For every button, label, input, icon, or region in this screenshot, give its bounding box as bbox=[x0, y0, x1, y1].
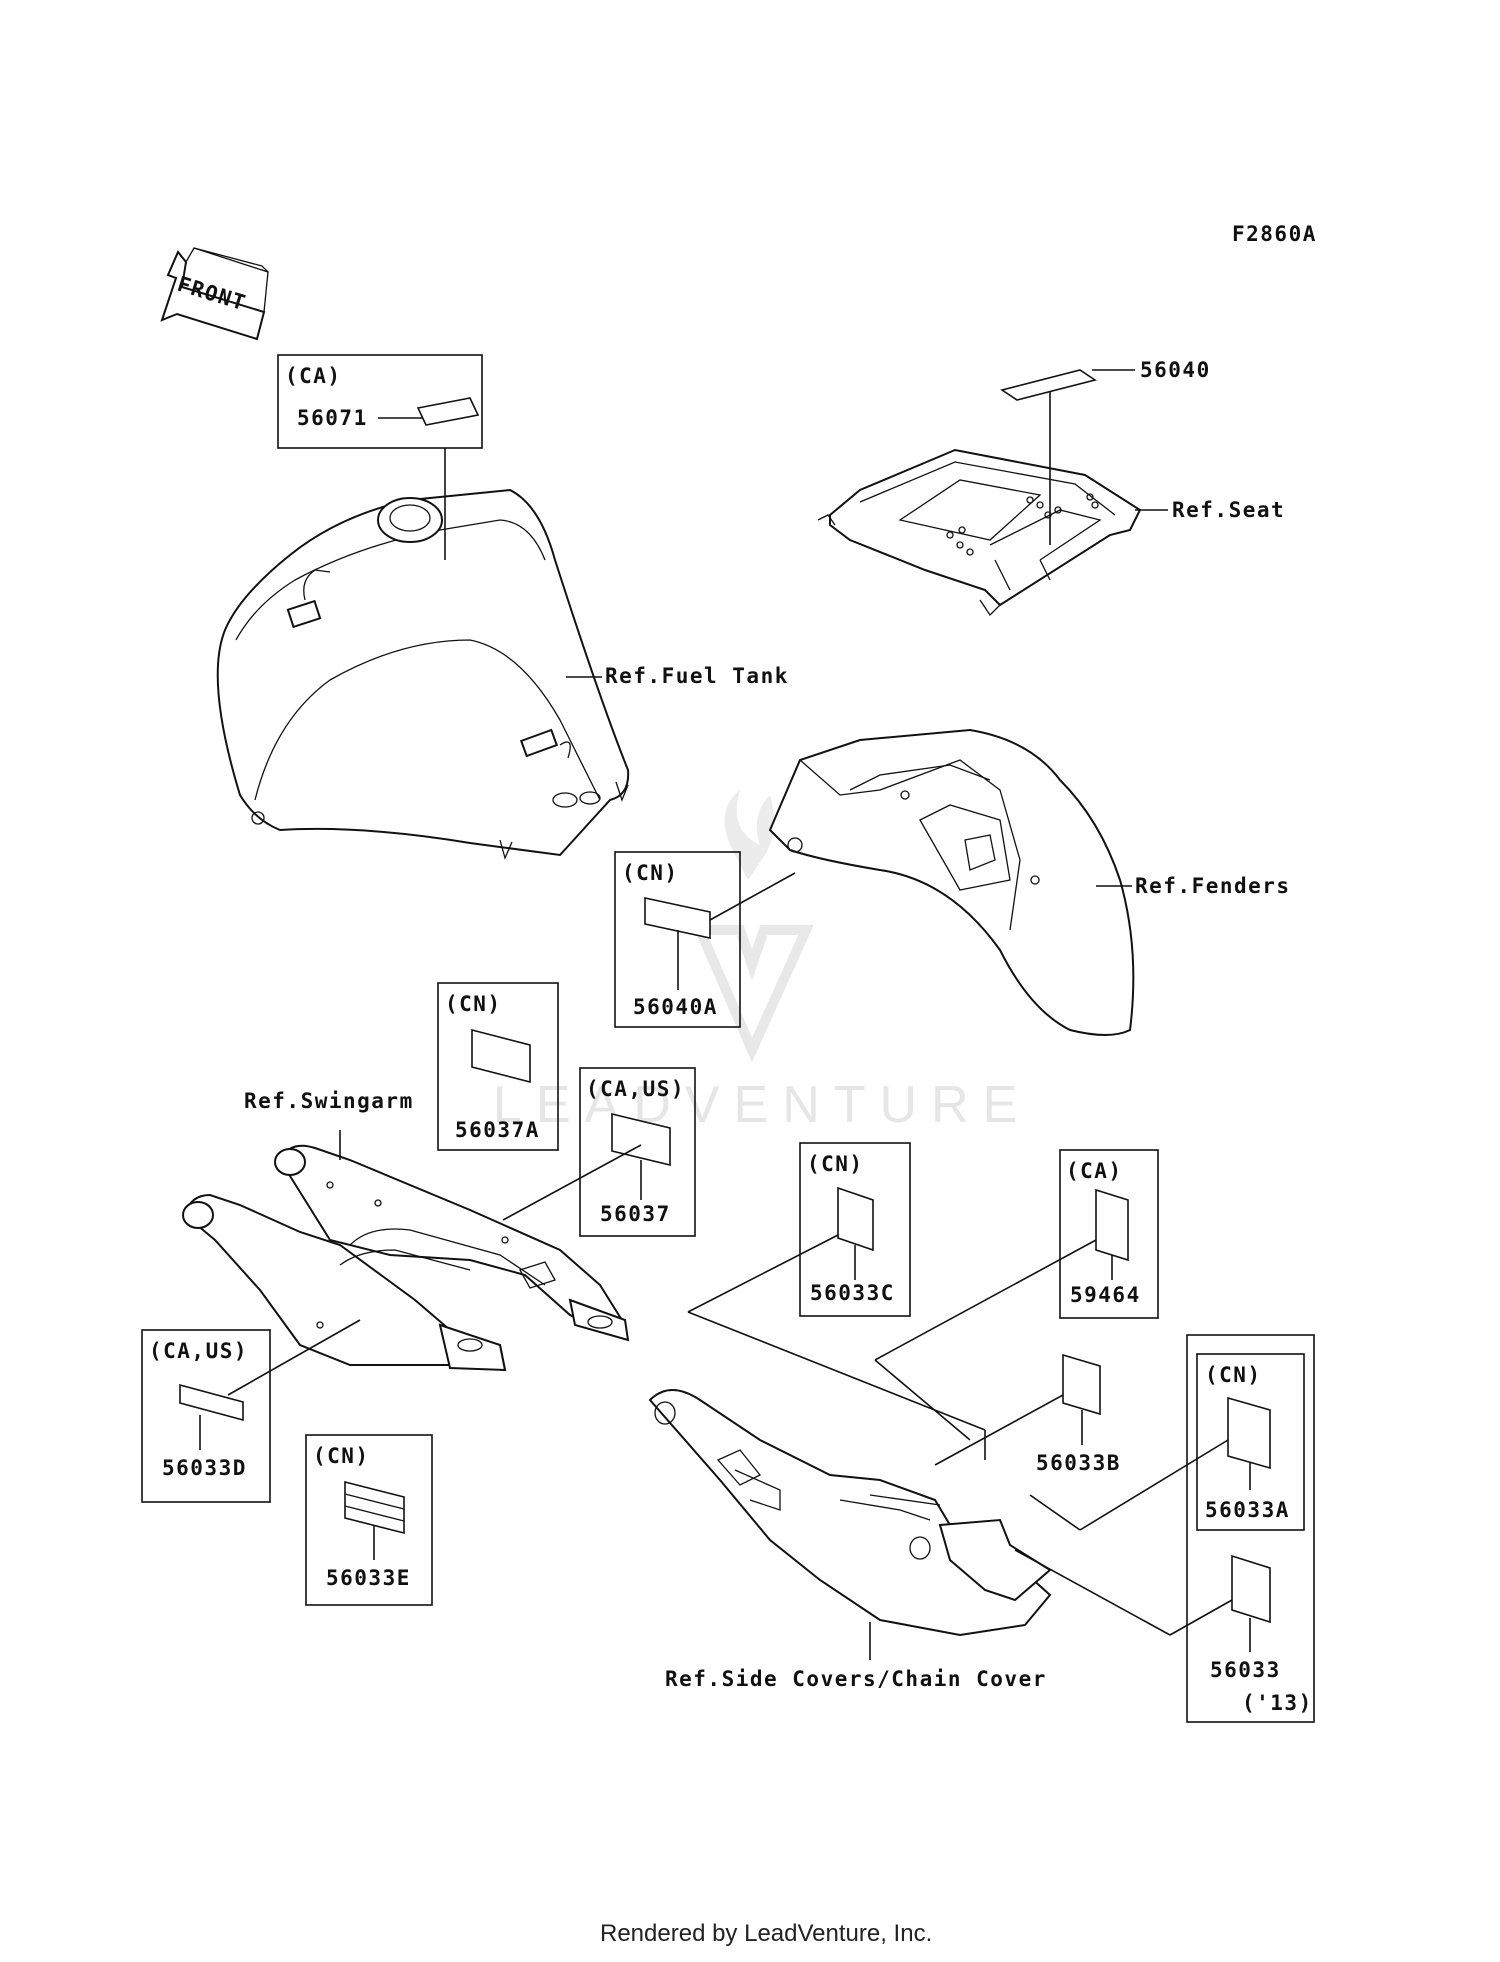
ref-swingarm: Ref.Swingarm bbox=[244, 1089, 414, 1113]
seat-drawing bbox=[817, 448, 1142, 617]
region-56037: (CA,US) bbox=[586, 1077, 685, 1101]
part-59464[interactable]: 59464 bbox=[1070, 1283, 1141, 1307]
region-56071: (CA) bbox=[285, 364, 342, 388]
label-box-56033-group: (CN) 56033A 56033 ('13) bbox=[1014, 1334, 1315, 1723]
label-group-56033B: 56033B bbox=[934, 1353, 1121, 1475]
label-box-56033E: (CN) 56033E bbox=[305, 1434, 433, 1606]
part-56033[interactable]: 56033 bbox=[1210, 1658, 1281, 1682]
ref-side-covers: Ref.Side Covers/Chain Cover bbox=[665, 1667, 1047, 1691]
fender-drawing bbox=[768, 728, 1135, 1036]
region-56037A: (CN) bbox=[445, 992, 502, 1016]
label-box-56037: (CA,US) 56037 bbox=[502, 1067, 696, 1237]
part-56037A[interactable]: 56037A bbox=[455, 1118, 540, 1142]
label-56040 bbox=[1000, 369, 1097, 401]
footer-credit: Rendered by LeadVenture, Inc. bbox=[600, 1920, 932, 1947]
label-box-56033D: (CA,US) 56033D bbox=[141, 1319, 361, 1503]
region-56033E: (CN) bbox=[313, 1444, 370, 1468]
part-56040A[interactable]: 56040A bbox=[633, 995, 718, 1019]
region-56033D: (CA,US) bbox=[149, 1339, 248, 1363]
front-arrow-icon: FRONT bbox=[160, 247, 269, 341]
note-56033: ('13) bbox=[1242, 1691, 1313, 1715]
swingarm-drawing bbox=[182, 1144, 630, 1372]
part-56071[interactable]: 56071 bbox=[297, 406, 368, 430]
fuel-tank-drawing bbox=[216, 488, 630, 860]
part-56033D[interactable]: 56033D bbox=[162, 1456, 247, 1480]
side-cover-drawing bbox=[648, 1389, 1052, 1637]
label-box-56037A: (CN) 56037A bbox=[437, 982, 559, 1151]
label-box-56071: (CA) 56071 bbox=[277, 354, 483, 560]
region-56033A: (CN) bbox=[1205, 1363, 1262, 1387]
region-59464: (CA) bbox=[1066, 1159, 1123, 1183]
label-box-56033C: (CN) 56033C bbox=[687, 1142, 986, 1460]
region-56033C: (CN) bbox=[807, 1152, 864, 1176]
part-56033C[interactable]: 56033C bbox=[810, 1281, 895, 1305]
figure-code: F2860A bbox=[1232, 222, 1317, 246]
ref-fenders: Ref.Fenders bbox=[1135, 874, 1291, 898]
ref-fuel-tank: Ref.Fuel Tank bbox=[605, 664, 789, 688]
label-box-59464: (CA) 59464 bbox=[874, 1149, 1159, 1441]
part-56040[interactable]: 56040 bbox=[1140, 358, 1211, 382]
part-56037[interactable]: 56037 bbox=[600, 1202, 671, 1226]
watermark-text: LEADVENTURE bbox=[493, 1076, 1031, 1134]
region-56040A: (CN) bbox=[622, 861, 679, 885]
ref-seat: Ref.Seat bbox=[1172, 498, 1285, 522]
part-56033A[interactable]: 56033A bbox=[1205, 1498, 1290, 1522]
label-box-56040A: (CN) 56040A bbox=[614, 851, 796, 1028]
part-56033B[interactable]: 56033B bbox=[1036, 1451, 1121, 1475]
part-56033E[interactable]: 56033E bbox=[326, 1566, 411, 1590]
